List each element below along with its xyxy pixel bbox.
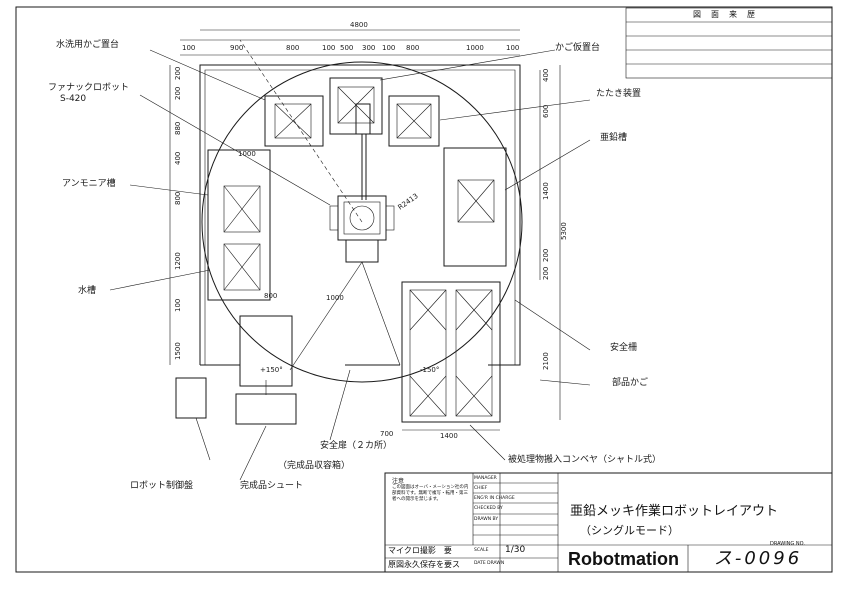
arc-guide xyxy=(239,39,363,223)
label-safety-fence: 安全柵 xyxy=(610,341,637,353)
dim-left-2: 880 xyxy=(174,122,182,135)
dim-overall-width: 4800 xyxy=(350,21,368,29)
label-finished-chute: 完成品シュート xyxy=(240,479,303,491)
archive-note: 原図永久保存を要ス xyxy=(388,560,460,569)
dim-top-8: 1000 xyxy=(466,44,484,52)
label-basket-stand: かご仮置台 xyxy=(555,41,600,53)
dim-right-3: 200 xyxy=(542,249,550,262)
label-zinc-tank: 亜鉛槽 xyxy=(600,131,627,143)
field-chief: CHIEF xyxy=(474,486,488,491)
field-drawn: DRAWN BY xyxy=(474,517,499,522)
scale-value: 1/30 xyxy=(505,545,526,555)
robot-reach-circle xyxy=(201,61,523,383)
dim-radius: R2413 xyxy=(397,192,420,212)
reach-line-left xyxy=(289,261,363,371)
notes-header: 注意 xyxy=(392,478,405,485)
drawing-title: 亜鉛メッキ作業ロボットレイアウト xyxy=(570,504,779,519)
field-date: DATE DRAWN xyxy=(474,561,505,566)
revision-title: 図面来歴 xyxy=(693,10,765,19)
dim-top-4: 500 xyxy=(340,44,353,52)
label-safety-door: 安全扉（２カ所） xyxy=(320,439,392,451)
drawing-no-label: DRAWING NO. xyxy=(770,541,805,547)
reach-line-right xyxy=(361,261,401,366)
revision-table xyxy=(625,7,833,79)
conveyor-box xyxy=(401,281,501,423)
dim-right-2: 1400 xyxy=(542,182,550,200)
rinse-basket-stand-box xyxy=(264,95,324,147)
dim-right-0: 400 xyxy=(542,69,550,82)
zinc-tank-box xyxy=(443,147,507,267)
drawing-subtitle: （シングルモード） xyxy=(580,524,679,537)
label-ammonia-tank: アンモニア槽 xyxy=(62,177,116,189)
dim-top-0: 100 xyxy=(182,44,195,52)
field-manager: MANAGER xyxy=(474,476,497,481)
dim-tank-1000: 1000 xyxy=(238,150,256,158)
label-rinse-basket-stand: 水洗用かご置台 xyxy=(56,38,119,50)
label-conveyor: 被処理物搬入コンベヤ（シャトル式） xyxy=(508,453,661,465)
dim-right-4: 200 xyxy=(542,267,550,280)
title-block xyxy=(384,472,833,573)
drawing-number: ス-0096 xyxy=(713,548,803,569)
dim-left-7: 1500 xyxy=(174,342,182,360)
dim-left-0: 200 xyxy=(174,67,182,80)
company-logo: Robotmation xyxy=(568,549,679,569)
robot-control-panel-box xyxy=(175,377,207,419)
label-parts-basket: 部品かご xyxy=(612,376,648,388)
tapping-device-box xyxy=(388,95,440,147)
dim-door: 700 xyxy=(380,430,393,438)
field-scale: SCALE xyxy=(474,548,489,553)
dim-right-1: 600 xyxy=(542,105,550,118)
label-robot-model: S-420 xyxy=(60,94,86,104)
dim-mid-800: 800 xyxy=(264,292,277,300)
label-tapping-device: たたき装置 xyxy=(596,87,641,99)
dim-top-5: 300 xyxy=(362,44,375,52)
dim-left-5: 1200 xyxy=(174,252,182,270)
label-fanuc-robot: ファナックロボット xyxy=(48,82,129,93)
notes-text: この図面はオーバ・メーション社の内部資料です。無断で複写・転用・第三者への開示を… xyxy=(392,485,469,502)
label-water-tank: 水槽 xyxy=(78,284,96,296)
dim-top-2: 800 xyxy=(286,44,299,52)
safety-fence xyxy=(199,64,521,366)
dim-overall-height: 5300 xyxy=(560,222,568,240)
dim-top-6: 100 xyxy=(382,44,395,52)
dim-left-3: 400 xyxy=(174,152,182,165)
robot-body xyxy=(329,103,395,263)
dimension-lines xyxy=(169,29,561,431)
dim-mid-1000: 1000 xyxy=(326,294,344,302)
dim-rotation-right: -150° xyxy=(420,366,439,374)
dim-right-5: 2100 xyxy=(542,352,550,370)
chute-area xyxy=(235,315,297,425)
field-engineer: ENG'R IN CHARGE xyxy=(474,496,515,501)
dim-top-9: 100 xyxy=(506,44,519,52)
dim-left-1: 200 xyxy=(174,87,182,100)
field-checked: CHECKED BY xyxy=(474,506,503,511)
leader-lines xyxy=(109,49,591,481)
dim-top-1: 900 xyxy=(230,44,243,52)
ammonia-tank-box xyxy=(207,149,271,301)
label-robot-control-panel: ロボット制御盤 xyxy=(130,479,193,491)
dim-top-7: 800 xyxy=(406,44,419,52)
dim-rotation-left: +150° xyxy=(260,366,283,374)
dim-top-3: 100 xyxy=(322,44,335,52)
microfilm-note: マイクロ撮影 要 xyxy=(388,546,452,555)
dim-left-6: 100 xyxy=(174,299,182,312)
label-finished-storage: （完成品収容箱） xyxy=(278,459,350,471)
dim-left-4: 800 xyxy=(174,192,182,205)
dim-conveyor-width: 1400 xyxy=(440,432,458,440)
